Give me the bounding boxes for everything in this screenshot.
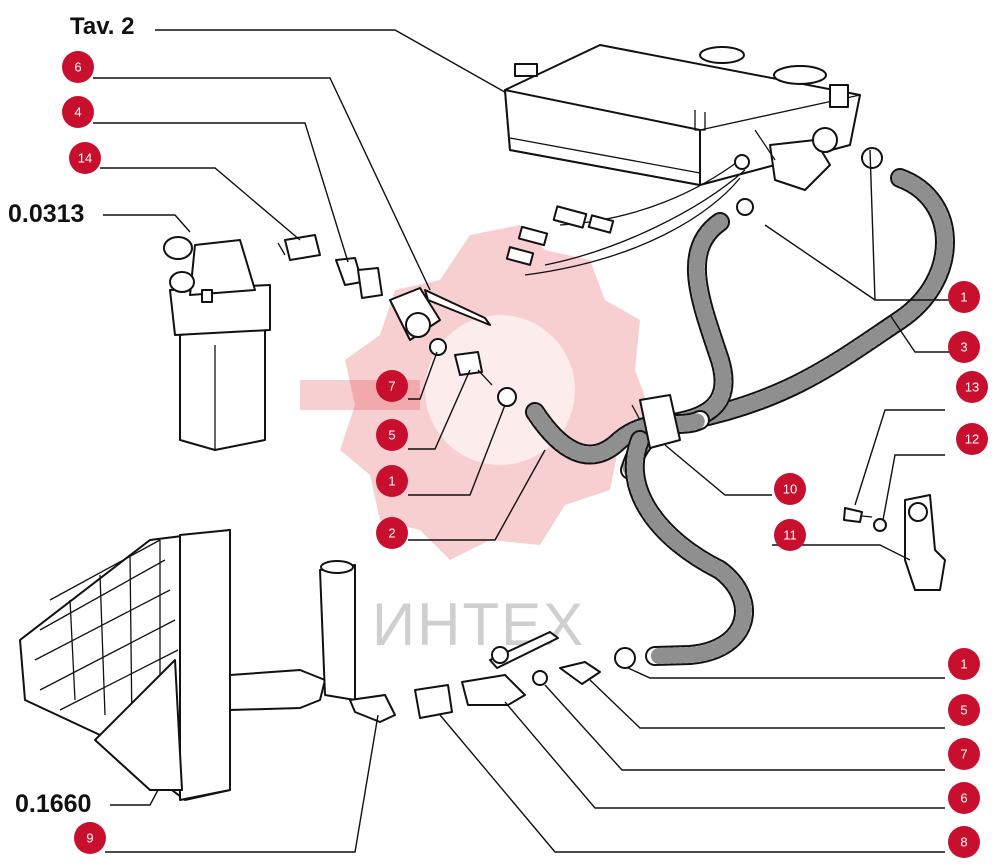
- svg-text:9: 9: [86, 831, 93, 846]
- svg-text:1: 1: [388, 474, 395, 489]
- svg-text:11: 11: [783, 528, 797, 543]
- badge-6-right-bottom: 6: [948, 782, 980, 814]
- heater-valve-assembly: [505, 127, 838, 276]
- badge-8-right-bottom: 8: [948, 826, 980, 858]
- badge-1-mid-left: 1: [376, 465, 408, 497]
- badge-14-top-left: 14: [69, 142, 101, 174]
- badge-7-mid-left: 7: [376, 370, 408, 402]
- diagram-title: Tav. 2: [70, 13, 134, 40]
- badge-2-mid-left: 2: [376, 517, 408, 549]
- svg-text:10: 10: [783, 482, 797, 497]
- badge-12-right: 12: [956, 423, 988, 455]
- upper-fittings: [277, 234, 493, 386]
- badge-1-right-top: 1: [948, 281, 980, 313]
- hose-clamps: [497, 147, 883, 669]
- watermark-text: ИНТЕХ: [372, 591, 585, 658]
- hose-bracket: [631, 394, 681, 449]
- svg-text:5: 5: [388, 428, 395, 443]
- svg-text:12: 12: [965, 432, 979, 447]
- svg-text:4: 4: [74, 105, 81, 120]
- svg-text:7: 7: [388, 379, 395, 394]
- hose-lower: [624, 430, 754, 666]
- badge-11-center: 11: [774, 519, 806, 551]
- svg-text:13: 13: [965, 380, 979, 395]
- svg-text:3: 3: [960, 340, 967, 355]
- svg-text:2: 2: [388, 526, 395, 541]
- lower-fittings: [349, 631, 601, 723]
- badge-9-bottom-left: 9: [74, 822, 106, 854]
- badge-6-top-left: 6: [62, 51, 94, 83]
- badge-4-top-left: 4: [62, 96, 94, 128]
- badge-3-right: 3: [948, 331, 980, 363]
- badge-10-center: 10: [774, 473, 806, 505]
- svg-text:8: 8: [960, 835, 967, 850]
- badge-5-right-bottom: 5: [948, 694, 980, 726]
- leader-lines: [93, 77, 950, 853]
- svg-text:6: 6: [74, 60, 81, 75]
- reference-label-0-0313: 0.0313: [8, 200, 84, 228]
- svg-text:6: 6: [960, 791, 967, 806]
- reference-label-0-1660: 0.1660: [15, 790, 91, 818]
- bracket-assembly: [843, 494, 946, 591]
- svg-text:1: 1: [960, 657, 967, 672]
- filter-0-0313: [163, 236, 271, 451]
- badge-7-right-bottom: 7: [948, 738, 980, 770]
- svg-text:5: 5: [960, 703, 967, 718]
- svg-text:1: 1: [960, 290, 967, 305]
- svg-text:7: 7: [960, 747, 967, 762]
- svg-text:14: 14: [78, 151, 92, 166]
- badge-5-mid-left: 5: [376, 419, 408, 451]
- radiator-0-1660: [19, 529, 356, 801]
- badge-1-right-bottom: 1: [948, 648, 980, 680]
- badge-13-right: 13: [956, 371, 988, 403]
